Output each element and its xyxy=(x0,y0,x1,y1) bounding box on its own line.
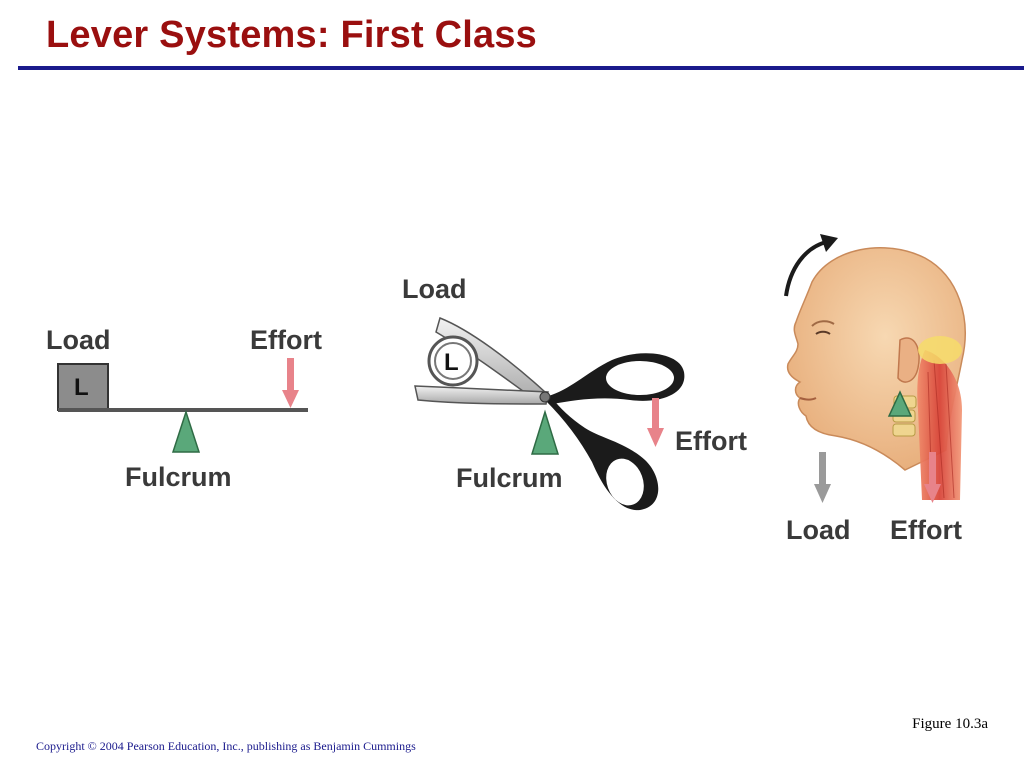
load-box: L xyxy=(57,363,109,411)
slide-title: Lever Systems: First Class xyxy=(46,14,537,56)
seesaw-panel: Load Effort L Fulcrum xyxy=(46,325,322,492)
seesaw-fulcrum-label: Fulcrum xyxy=(125,462,232,492)
scissors-fulcrum-label: Fulcrum xyxy=(456,463,563,493)
fulcrum-triangle-icon xyxy=(171,409,201,453)
fulcrum-triangle-icon xyxy=(887,390,913,417)
scissors-panel: Load L Effort Fulcrum xyxy=(402,274,747,511)
rotation-arrow-icon xyxy=(784,234,838,297)
head-profile-icon xyxy=(786,247,966,500)
load-box-letter: L xyxy=(74,374,89,401)
scissors-effort-label: Effort xyxy=(675,426,747,456)
seesaw-effort-label: Effort xyxy=(250,325,322,355)
copyright-notice: Copyright © 2004 Pearson Education, Inc.… xyxy=(36,739,416,753)
load-arrow-icon xyxy=(814,452,831,503)
effort-arrow-icon xyxy=(647,398,664,447)
scissors-load-label: Load xyxy=(402,274,467,304)
lever-bar xyxy=(58,408,308,412)
effort-arrow-icon xyxy=(924,452,941,503)
load-circle: L xyxy=(427,335,479,387)
effort-arrow-icon xyxy=(282,358,299,408)
head-panel: Load Effort xyxy=(784,234,966,545)
scissors-icon xyxy=(414,316,685,511)
title-rule xyxy=(18,66,1024,70)
head-effort-label: Effort xyxy=(890,515,962,545)
head-load-label: Load xyxy=(786,515,851,545)
fulcrum-triangle-icon xyxy=(530,409,560,455)
figure-label: Figure 10.3a xyxy=(912,716,988,732)
load-circle-letter: L xyxy=(444,349,459,376)
seesaw-load-label: Load xyxy=(46,325,111,355)
